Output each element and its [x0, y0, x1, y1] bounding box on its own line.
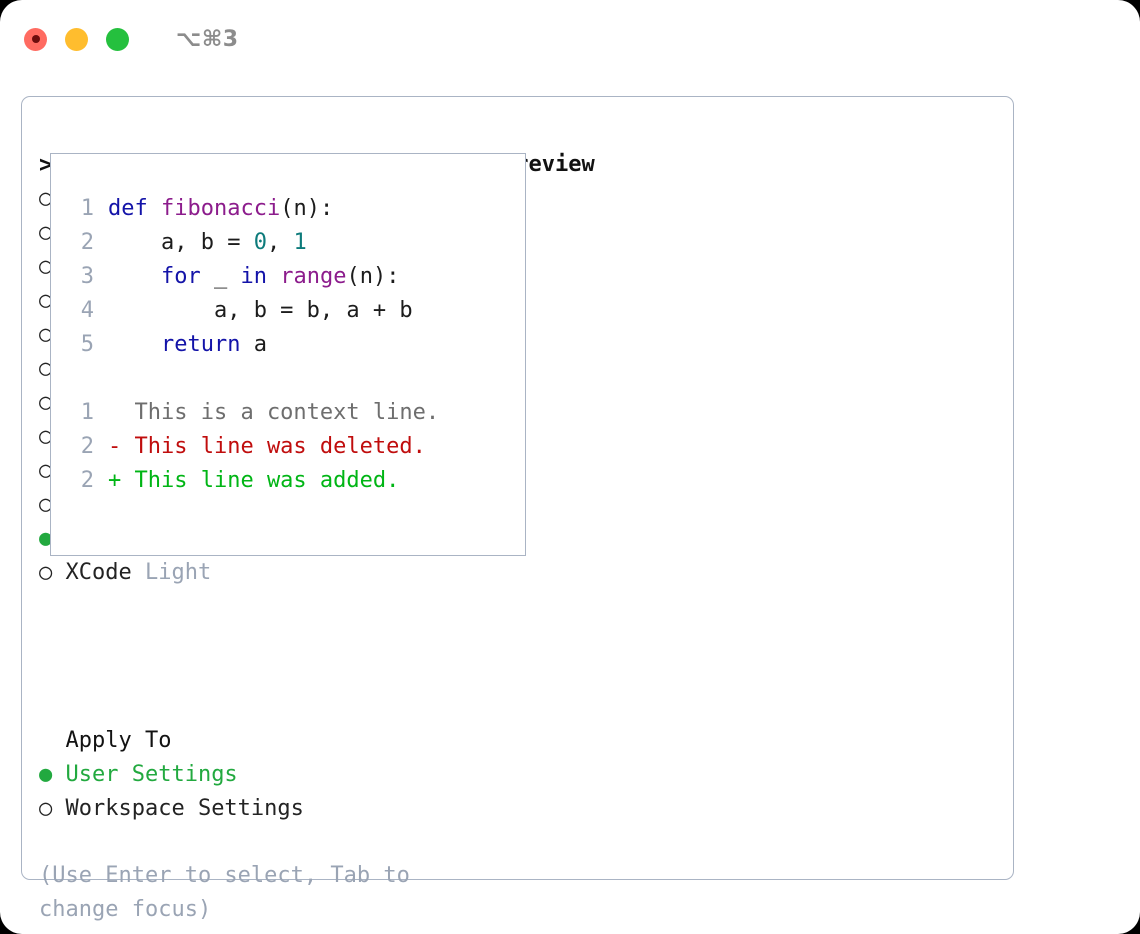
code-line: 2 a, b = 0, 1 [66, 226, 517, 260]
code-line-text: def fibonacci(n): [108, 192, 333, 226]
theme-list-item[interactable]: ○ XCode Light [39, 556, 479, 590]
theme-name-label: XCode [52, 560, 145, 585]
code-line-text: a, b = b, a + b [108, 294, 413, 328]
window-shortcut-label: ⌥⌘3 [176, 26, 239, 52]
code-line-text: for _ in range(n): [108, 260, 399, 294]
code-token-kw: in [240, 264, 267, 289]
code-token-plain: a, b = b, a + b [108, 298, 413, 323]
apply-to-header: Apply To [39, 728, 172, 753]
radio-selected-icon: ● [39, 762, 53, 787]
radio-unselected-icon: ○ [39, 560, 53, 585]
radio-unselected-icon: ○ [39, 254, 53, 279]
code-token-plain: , [266, 230, 294, 255]
diff-line: 1 This is a context line. [66, 396, 517, 430]
code-token-plain [108, 332, 161, 357]
radio-unselected-icon: ○ [39, 492, 53, 517]
code-token-plain: _ [200, 264, 241, 289]
code-token-kw: return [160, 332, 241, 357]
apply-to-option[interactable]: ○ Workspace Settings [39, 792, 479, 826]
radio-unselected-icon: ○ [39, 356, 53, 381]
preview-section: Preview [502, 148, 992, 182]
theme-selector-panel: > Select Theme ○ ANSI Dark○ Atom One Dar… [21, 96, 1014, 922]
code-token-fn: fibonacci [160, 196, 281, 221]
line-number: 2 [80, 434, 94, 459]
code-token-plain: a, b = [108, 230, 254, 255]
apply-to-option-label: Workspace Settings [52, 796, 304, 821]
radio-unselected-icon: ○ [39, 322, 53, 347]
apply-to-option-list: ● User Settings○ Workspace Settings [39, 758, 479, 826]
radio-unselected-icon: ○ [39, 796, 53, 821]
code-line: 4 a, b = b, a + b [66, 294, 517, 328]
code-token-plain [108, 264, 161, 289]
code-line: 3 for _ in range(n): [66, 260, 517, 294]
apply-to-option-label: User Settings [52, 762, 238, 787]
line-number: 5 [80, 332, 94, 357]
line-number: 2 [80, 468, 94, 493]
code-token-plain [267, 264, 280, 289]
radio-unselected-icon: ○ [39, 220, 53, 245]
radio-unselected-icon: ○ [39, 458, 53, 483]
code-token-punct: (n): [280, 196, 334, 221]
radio-selected-icon: ● [39, 526, 53, 551]
diff-line-text-add: + This line was added. [108, 468, 400, 493]
radio-unselected-icon: ○ [39, 288, 53, 313]
line-number: 2 [80, 230, 94, 255]
code-token-kw: def [108, 196, 161, 221]
code-token-num: 0 [253, 230, 267, 255]
code-line-text: return a [108, 328, 267, 362]
radio-unselected-icon: ○ [39, 390, 53, 415]
radio-unselected-icon: ○ [39, 424, 53, 449]
code-blank-line [66, 362, 517, 396]
code-line: 5 return a [66, 328, 517, 362]
line-number: 4 [80, 298, 94, 323]
apply-to-section: Apply To ● User Settings○ Workspace Sett… [39, 724, 479, 826]
minimize-button[interactable] [65, 27, 88, 51]
window-titlebar: ⌥⌘3 [0, 0, 1140, 78]
keyboard-hint-text: (Use Enter to select, Tab to change focu… [39, 863, 424, 922]
code-token-num: 1 [293, 230, 307, 255]
maximize-button[interactable] [106, 27, 129, 51]
code-token-plain: a [240, 332, 267, 357]
code-token-punct: (n): [346, 264, 400, 289]
code-token-kw: for [160, 264, 201, 289]
close-button[interactable] [24, 27, 47, 51]
radio-unselected-icon: ○ [39, 186, 53, 211]
apply-to-option[interactable]: ● User Settings [39, 758, 479, 792]
code-token-fn: range [280, 264, 347, 289]
diff-line: 2 - This line was deleted. [66, 430, 517, 464]
theme-kind-label: Light [144, 560, 212, 585]
diff-line-text-ctx: This is a context line. [108, 400, 440, 425]
line-number: 1 [80, 400, 94, 425]
line-number: 3 [80, 264, 94, 289]
line-number: 1 [80, 196, 94, 221]
preview-header: Preview [502, 152, 595, 177]
code-line: 1 def fibonacci(n): [66, 192, 517, 226]
code-line-text: a, b = 0, 1 [108, 226, 307, 260]
diff-line-text-del: - This line was deleted. [108, 434, 426, 459]
diff-line: 2 + This line was added. [66, 464, 517, 498]
traffic-light-group [24, 27, 129, 51]
